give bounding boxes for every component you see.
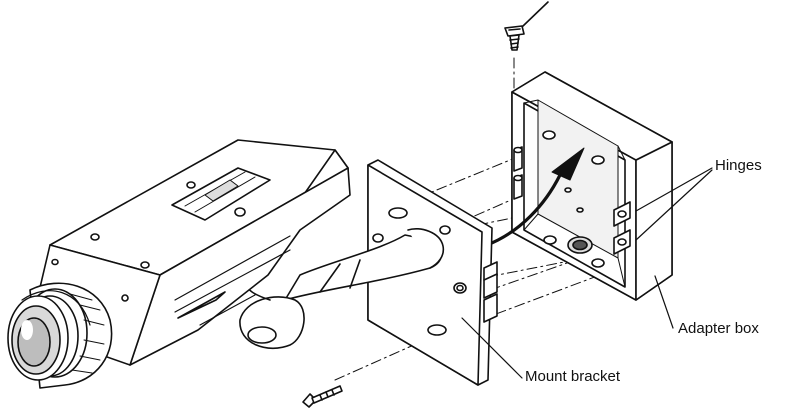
bottom-screw (302, 385, 343, 408)
top-screw (504, 1, 549, 51)
hinges-label: Hinges (715, 157, 762, 174)
adapter-box-label: Adapter box (678, 320, 759, 337)
mount-bracket-label: Mount bracket (525, 368, 621, 385)
leader-lines (461, 167, 713, 379)
camera (7, 139, 351, 389)
mount-bracket (239, 159, 498, 386)
adapter-box (511, 71, 673, 301)
cable-arrow (485, 147, 585, 247)
